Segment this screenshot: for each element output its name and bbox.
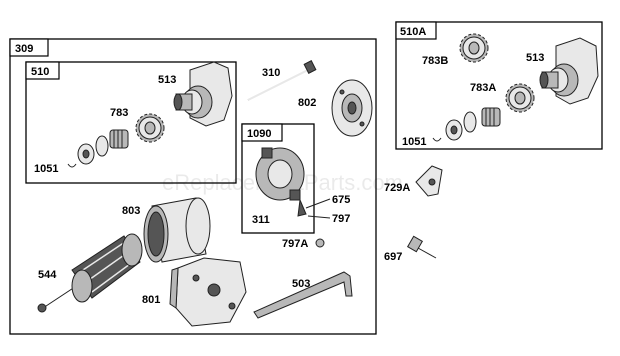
label-729a: 729A <box>384 182 410 194</box>
label-783b: 783B <box>422 55 448 67</box>
group-510-tag <box>25 61 60 80</box>
label-513: 513 <box>158 74 176 86</box>
spring-510a <box>481 107 501 127</box>
label-1051b: 1051 <box>402 136 426 148</box>
nut-797a <box>315 238 325 248</box>
clip-1051b <box>432 137 442 142</box>
clip-part-729a <box>415 165 443 197</box>
label-1051: 1051 <box>34 163 58 175</box>
armature-part-544 <box>37 233 143 313</box>
group-309-frame <box>9 38 377 335</box>
group-309-tag <box>9 38 49 57</box>
washer-510 <box>77 135 109 165</box>
group-1090-tag <box>241 123 283 142</box>
label-697: 697 <box>384 251 402 263</box>
group-510a-frame <box>395 21 603 150</box>
group-510a-label: 510A <box>400 26 426 38</box>
spring-510 <box>109 129 129 149</box>
group-510: 510 <box>25 61 237 184</box>
label-797a: 797A <box>282 238 308 250</box>
label-783a: 783A <box>470 82 496 94</box>
drive-housing-part-513b <box>539 37 599 105</box>
label-503: 503 <box>292 278 310 290</box>
label-513b: 513 <box>526 52 544 64</box>
gear-part-783b <box>459 33 489 63</box>
label-544: 544 <box>38 269 57 281</box>
label-675: 675 <box>332 194 350 206</box>
end-cap-part-802 <box>331 79 373 137</box>
clip-1051 <box>67 163 77 168</box>
label-802: 802 <box>298 97 316 109</box>
group-510-frame <box>25 61 237 184</box>
group-510-label: 510 <box>31 66 49 78</box>
group-510a: 510A <box>395 21 603 150</box>
group-1090: 1090 <box>241 123 315 234</box>
group-309: 309 <box>9 38 377 335</box>
label-797: 797 <box>332 213 350 225</box>
screw-part-697 <box>406 235 437 259</box>
label-311: 311 <box>252 214 270 226</box>
gear-part-783a <box>505 83 535 113</box>
drive-housing-part-513 <box>173 61 233 127</box>
strap-part-503 <box>253 271 353 319</box>
through-bolt-part-310 <box>247 60 317 101</box>
pinion-gear-part-783 <box>135 113 165 143</box>
mounting-bracket-part-801 <box>169 257 247 327</box>
washer-510a <box>445 111 477 141</box>
group-309-label: 309 <box>15 43 33 55</box>
brush-plate-part-311 <box>255 147 307 217</box>
label-801: 801 <box>142 294 160 306</box>
motor-housing-part-803 <box>143 197 211 263</box>
label-783: 783 <box>110 107 128 119</box>
group-1090-label: 1090 <box>247 128 271 140</box>
group-510a-tag <box>395 21 437 40</box>
label-310: 310 <box>262 67 280 79</box>
label-803: 803 <box>122 205 140 217</box>
